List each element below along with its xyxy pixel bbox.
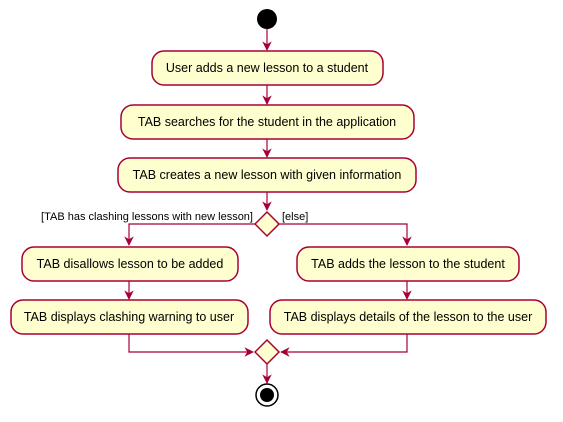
- start-node: [257, 9, 277, 29]
- activity-add-lesson-label: User adds a new lesson to a student: [166, 61, 369, 75]
- guard-clash: [TAB has clashing lessons with new lesso…: [41, 211, 253, 223]
- merge-diamond: [253, 338, 281, 366]
- activity-disallow: [21, 246, 239, 282]
- flow-merge-left: [128, 334, 254, 357]
- flow-branch-right: [279, 223, 412, 246]
- flow-merge-right: [280, 334, 408, 357]
- activity-display-details: [269, 299, 547, 335]
- activity-add-to-student: [296, 246, 520, 282]
- flow-branch-left: [124, 223, 255, 246]
- activity-create-lesson-label: TAB creates a new lesson with given info…: [133, 168, 402, 182]
- activity-disallow-label: TAB disallows lesson to be added: [37, 257, 224, 271]
- activity-warn-label: TAB displays clashing warning to user: [24, 310, 234, 324]
- activity-search-student-label: TAB searches for the student in the appl…: [138, 115, 396, 129]
- decision-diamond: [253, 210, 281, 238]
- guard-else: [else]: [282, 211, 308, 223]
- end-node-outer: [255, 383, 279, 407]
- end-node-inner: [260, 388, 274, 402]
- activity-add-to-student-label: TAB adds the lesson to the student: [311, 257, 505, 271]
- activity-display-details-label: TAB displays details of the lesson to th…: [284, 310, 533, 324]
